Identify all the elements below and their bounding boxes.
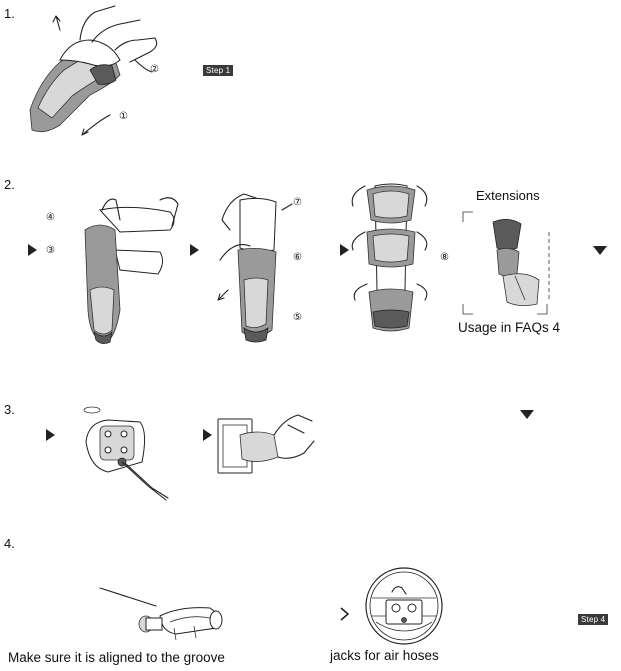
arrow-right-triangle-icon: [28, 244, 37, 256]
step-1-illustration: [29, 5, 158, 136]
step-2b-illustration: [217, 193, 293, 343]
step-4b-jacks-illustration: [365, 567, 443, 645]
step-3b-plug-illustration: [217, 414, 315, 474]
faq-caption: Usage in FAQs 4: [458, 320, 561, 335]
marker-4: ④: [46, 212, 55, 223]
arrow-down-triangle-icon: [593, 246, 607, 255]
step-4-number: 4.: [4, 536, 15, 551]
marker-7: ⑦: [293, 197, 302, 208]
extensions-illustration: [462, 211, 550, 315]
step-3-number: 3.: [4, 402, 15, 417]
caption-aligned-groove: Make sure it is aligned to the groove: [8, 650, 225, 665]
step-1-tag: Step 1: [203, 65, 234, 76]
step-4a-connector-illustration: [99, 587, 223, 641]
step-4-tag: Step 4: [578, 614, 609, 625]
marker-2: ②: [150, 64, 159, 75]
marker-8: ⑧: [440, 252, 449, 263]
arrow-down-triangle-icon: [520, 410, 534, 419]
step-2-number: 2.: [4, 177, 15, 192]
step-2c-illustration: [351, 183, 428, 332]
step-2a-illustration: [84, 197, 179, 344]
extensions-label: Extensions: [476, 188, 540, 203]
chevron-right-icon: [340, 607, 350, 621]
arrow-right-triangle-icon: [46, 429, 55, 441]
marker-1: ①: [119, 111, 128, 122]
marker-5: ⑤: [293, 312, 302, 323]
caption-jacks-air-hoses: jacks for air hoses: [330, 648, 439, 663]
arrow-right-triangle-icon: [203, 429, 212, 441]
marker-3: ③: [46, 245, 55, 256]
marker-6: ⑥: [293, 252, 302, 263]
step-1-number: 1.: [4, 6, 15, 21]
arrow-right-triangle-icon: [190, 244, 199, 256]
step-3a-controller-illustration: [83, 406, 169, 501]
arrow-right-triangle-icon: [340, 244, 349, 256]
